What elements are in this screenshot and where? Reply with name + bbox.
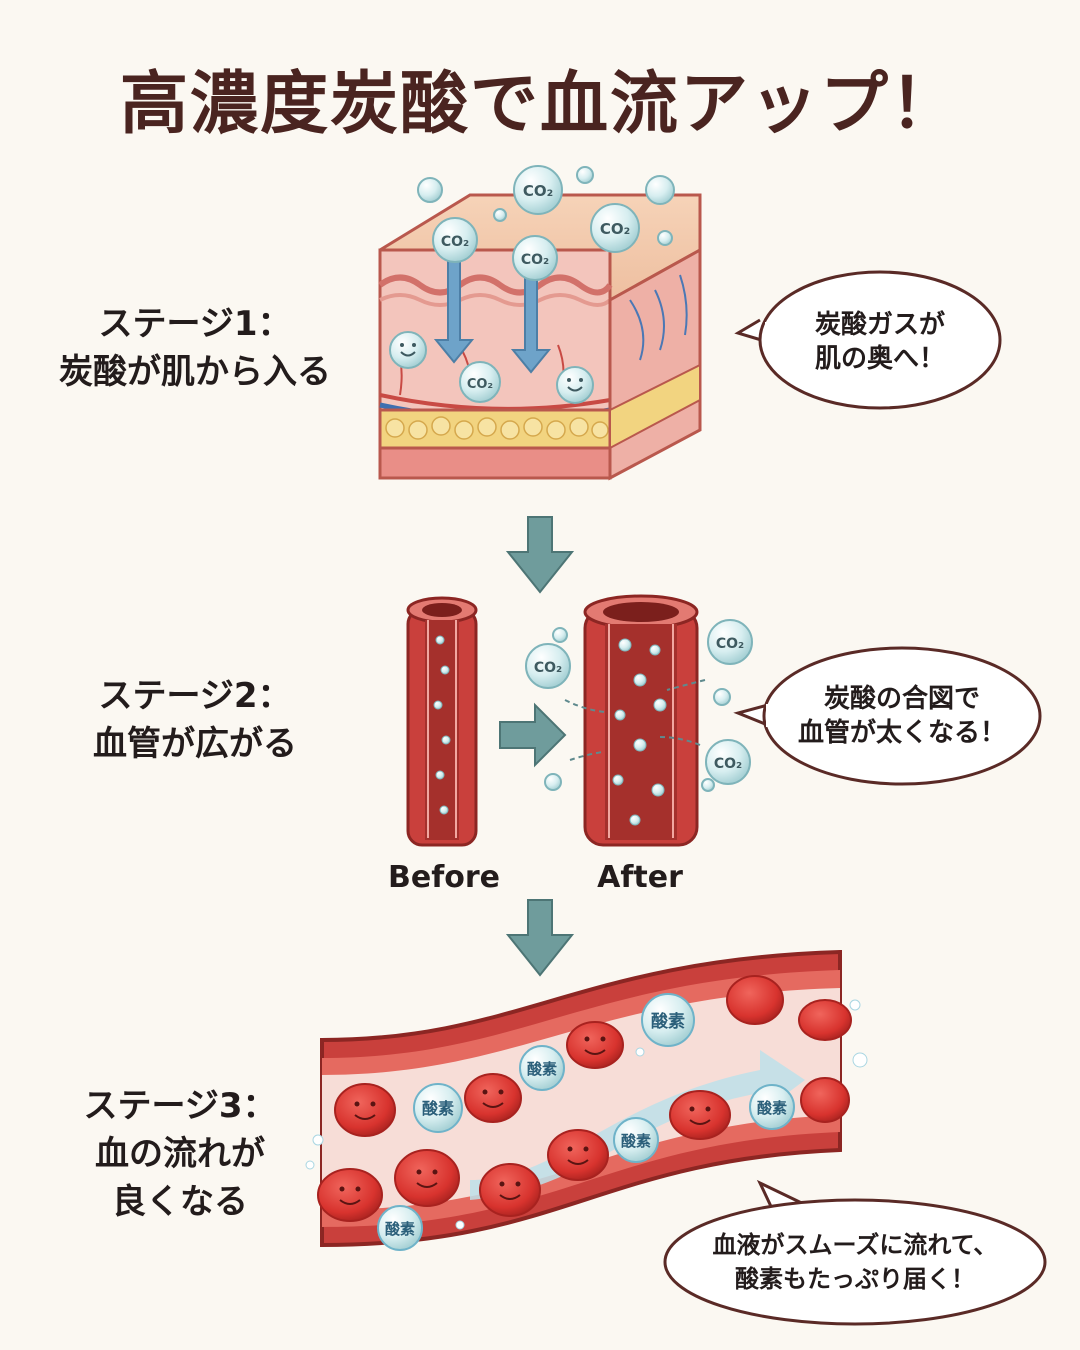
red-blood-cell [798, 999, 852, 1041]
oxygen-bubble [641, 993, 695, 1047]
co2-bubble [590, 203, 640, 253]
bubble2-line1: 炭酸の合図で [823, 684, 980, 714]
co2-bubble [512, 235, 558, 281]
vessel-before [406, 596, 478, 847]
co2-text: CO₂ [523, 182, 553, 200]
stage3-desc-2: 良くなる [112, 1182, 248, 1222]
bubble3-text: 血液がスムーズに流れて、 酸素もたっぷり届く！ [675, 1228, 1035, 1296]
stage3-title: ステージ3： [83, 1086, 277, 1126]
co2-text: CO₂ [467, 377, 493, 392]
co2-text: CO₂ [441, 234, 469, 250]
stage2-label: ステージ2： 血管が広がる [45, 672, 345, 768]
bubble3-line1: 血液がスムーズに流れて、 [712, 1231, 998, 1259]
red-blood-cell [464, 1073, 522, 1123]
co2-bubbles-stage2: CO₂ CO₂ CO₂ [525, 619, 753, 792]
oxygen-text: 酸素 [651, 1011, 685, 1032]
page-title: 高濃度炭酸で血流アップ！ [119, 65, 960, 144]
right-arrow [499, 702, 567, 768]
bubble1-line1: 炭酸ガスが [814, 310, 945, 340]
before-label: Before [387, 860, 501, 895]
co2-text: CO₂ [521, 252, 549, 268]
smiling-bubble [556, 366, 594, 404]
down-arrow [505, 516, 575, 594]
co2-text: CO₂ [534, 660, 562, 676]
oxygen-text: 酸素 [757, 1099, 787, 1117]
bubble1-text: 炭酸ガスが 肌の奥へ！ [770, 308, 990, 376]
red-blood-cell [726, 975, 784, 1025]
red-blood-cell [669, 1090, 731, 1140]
down-arrow [505, 899, 575, 977]
red-blood-cell [800, 1077, 850, 1123]
stage3-label: ステージ3： 血の流れが 良くなる [45, 1082, 315, 1226]
stage1-label: ステージ1： 炭酸が肌から入る [45, 300, 345, 396]
stage1-desc: 炭酸が肌から入る [59, 352, 331, 392]
speech-bubble-2 [733, 646, 1042, 786]
red-blood-cell [334, 1083, 396, 1137]
oxygen-bubble [519, 1045, 565, 1091]
oxygen-text: 酸素 [527, 1060, 557, 1078]
bubble2-text: 炭酸の合図で 血管が太くなる！ [772, 682, 1032, 750]
co2-text: CO₂ [716, 636, 744, 652]
oxygen-bubble [413, 1083, 463, 1133]
oxygen-bubble [377, 1205, 423, 1251]
stage2-desc: 血管が広がる [93, 724, 297, 764]
red-blood-cell [394, 1149, 460, 1207]
co2-bubble [513, 165, 563, 215]
co2-bubble [459, 361, 501, 403]
bubble3-line2: 酸素もたっぷり届く！ [735, 1265, 975, 1293]
co2-text: CO₂ [714, 756, 742, 772]
red-blood-cell [547, 1129, 609, 1181]
bubble1-line2: 肌の奥へ！ [814, 344, 945, 374]
co2-text: CO₂ [600, 220, 630, 238]
smiling-bubble [389, 331, 427, 369]
co2-bubbles-stage1 [389, 165, 675, 404]
oxygen-text: 酸素 [621, 1132, 651, 1150]
bubble2-line2: 血管が太くなる！ [797, 718, 1006, 748]
oxygen-text: 酸素 [385, 1220, 415, 1238]
speech-bubble-1 [734, 270, 1002, 410]
blood-vessel-flow: 酸素 酸素 酸素 酸素 酸素 酸素 [305, 949, 868, 1251]
stage1-title: ステージ1： [98, 304, 292, 344]
stage3-desc-1: 血の流れが [95, 1134, 265, 1174]
co2-bubble [432, 217, 478, 263]
oxygen-text: 酸素 [422, 1099, 454, 1118]
oxygen-bubble [749, 1084, 795, 1130]
red-blood-cell [479, 1163, 541, 1217]
red-blood-cell [566, 1021, 624, 1069]
speech-bubble-3 [663, 1179, 1047, 1326]
after-label: After [597, 860, 683, 895]
stage2-title: ステージ2： [98, 676, 292, 716]
red-blood-cell [317, 1168, 383, 1222]
vessel-after [583, 594, 699, 847]
oxygen-bubble [613, 1117, 659, 1163]
